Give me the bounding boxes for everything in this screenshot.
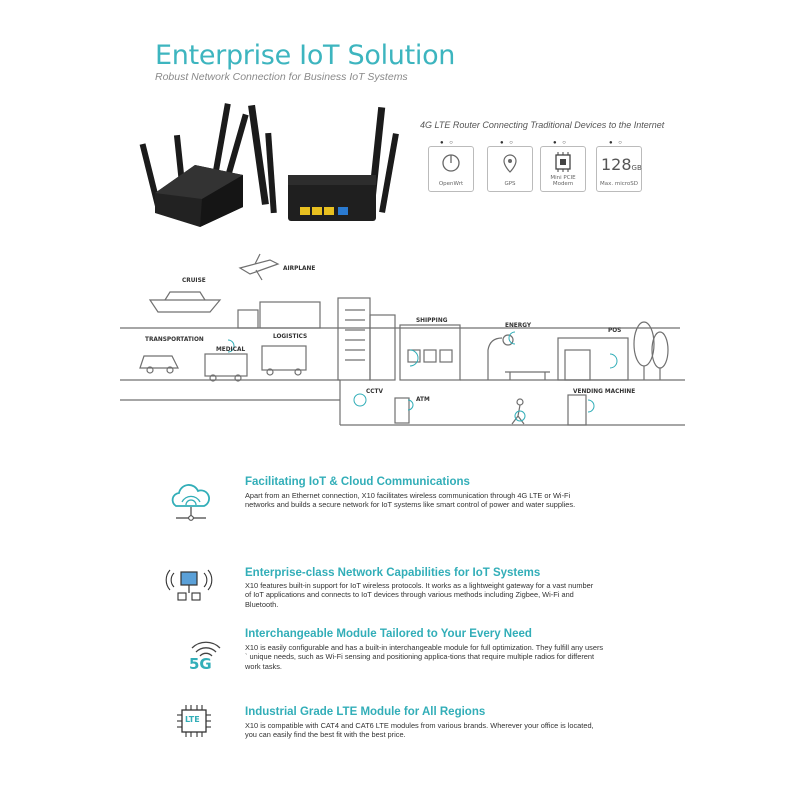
feature-label: Max. microSD bbox=[599, 181, 638, 187]
section-title: Industrial Grade LTE Module for All Regi… bbox=[245, 706, 486, 718]
page-title: Enterprise IoT Solution bbox=[155, 40, 456, 71]
scene-label-medical: MEDICAL bbox=[216, 347, 246, 353]
section-line: X10 features built-in support for IoT wi… bbox=[245, 581, 594, 590]
section-line: Apart from an Ethernet connection, X10 f… bbox=[245, 491, 571, 500]
carousel-dots-4: ● ○ bbox=[609, 140, 624, 146]
section-line: networks and builds a secure network for… bbox=[245, 500, 576, 510]
section-line: you can easily find the best fit with th… bbox=[245, 730, 406, 740]
section-line: work tasks. bbox=[245, 661, 282, 671]
router-caption: 4G LTE Router Connecting Traditional Dev… bbox=[420, 120, 665, 130]
section-line: of IoT applications and connects to IoT … bbox=[245, 590, 574, 600]
scene-label-cctv: CCTV bbox=[366, 389, 383, 395]
wifi-arcs-icon bbox=[191, 641, 221, 657]
scene-label-vending: VENDING MACHINE bbox=[573, 389, 636, 395]
scene-label-transportation: TRANSPORTATION bbox=[145, 337, 204, 343]
memory-icon: 128GB bbox=[601, 155, 642, 174]
section-line: X10 is easily configurable and has a bui… bbox=[245, 643, 604, 652]
section-line: ` unique needs, such as Wi-Fi sensing an… bbox=[245, 652, 595, 662]
scene-label-pos: POS bbox=[608, 328, 622, 334]
iot-city-illustration bbox=[120, 253, 685, 426]
carousel-dots: ● ○ bbox=[440, 140, 455, 146]
section-line: X10 is compatible with CAT4 and CAT6 LTE… bbox=[245, 721, 594, 730]
feature-label: OpenWrt bbox=[438, 181, 464, 187]
cloud-network-icon bbox=[171, 484, 210, 521]
lte-chip-icon bbox=[177, 705, 211, 737]
section-body: X10 features built-in support for IoT wi… bbox=[245, 581, 655, 609]
gps-pin-icon bbox=[503, 154, 517, 173]
feature-gps: GPS bbox=[487, 146, 533, 192]
section-line: Bluetooth. bbox=[245, 599, 279, 609]
chip-icon bbox=[555, 152, 571, 172]
page-subtitle: Robust Network Connection for Business I… bbox=[155, 71, 408, 83]
router-product-image bbox=[139, 103, 399, 227]
scene-label-shipping: SHIPPING bbox=[416, 318, 448, 324]
memory-value: 128 bbox=[601, 155, 632, 174]
5g-icon: 5G bbox=[189, 655, 212, 673]
feature-label: Mini PCIE Modem bbox=[550, 175, 576, 187]
scene-label-logistics: LOGISTICS bbox=[273, 334, 308, 340]
memory-unit: GB bbox=[631, 164, 642, 172]
feature-openwrt: OpenWrt bbox=[428, 146, 474, 192]
scene-label-atm: ATM bbox=[416, 397, 430, 403]
scene-label-airplane: AIRPLANE bbox=[283, 266, 316, 272]
openwrt-icon bbox=[442, 154, 460, 172]
carousel-dots-2: ● ○ bbox=[500, 140, 515, 146]
feature-modem: Mini PCIE Modem bbox=[540, 146, 586, 192]
carousel-dots-3: ● ○ bbox=[553, 140, 568, 146]
feature-memory: 128GB Max. microSD bbox=[596, 146, 642, 192]
section-title: Interchangeable Module Tailored to Your … bbox=[245, 628, 532, 640]
scene-label-cruise: CRUISE bbox=[182, 278, 206, 284]
section-body: Apart from an Ethernet connection, X10 f… bbox=[245, 491, 655, 510]
section-body: X10 is compatible with CAT4 and CAT6 LTE… bbox=[245, 721, 655, 740]
section-title: Facilitating IoT & Cloud Communications bbox=[245, 476, 470, 488]
feature-label: GPS bbox=[504, 181, 516, 187]
section-body: X10 is easily configurable and has a bui… bbox=[245, 643, 655, 671]
scene-label-energy: ENERGY bbox=[505, 323, 532, 329]
section-title: Enterprise-class Network Capabilities fo… bbox=[245, 567, 541, 579]
wireless-monitor-icon bbox=[165, 569, 213, 601]
lte-chip-label: LTE bbox=[185, 715, 200, 724]
